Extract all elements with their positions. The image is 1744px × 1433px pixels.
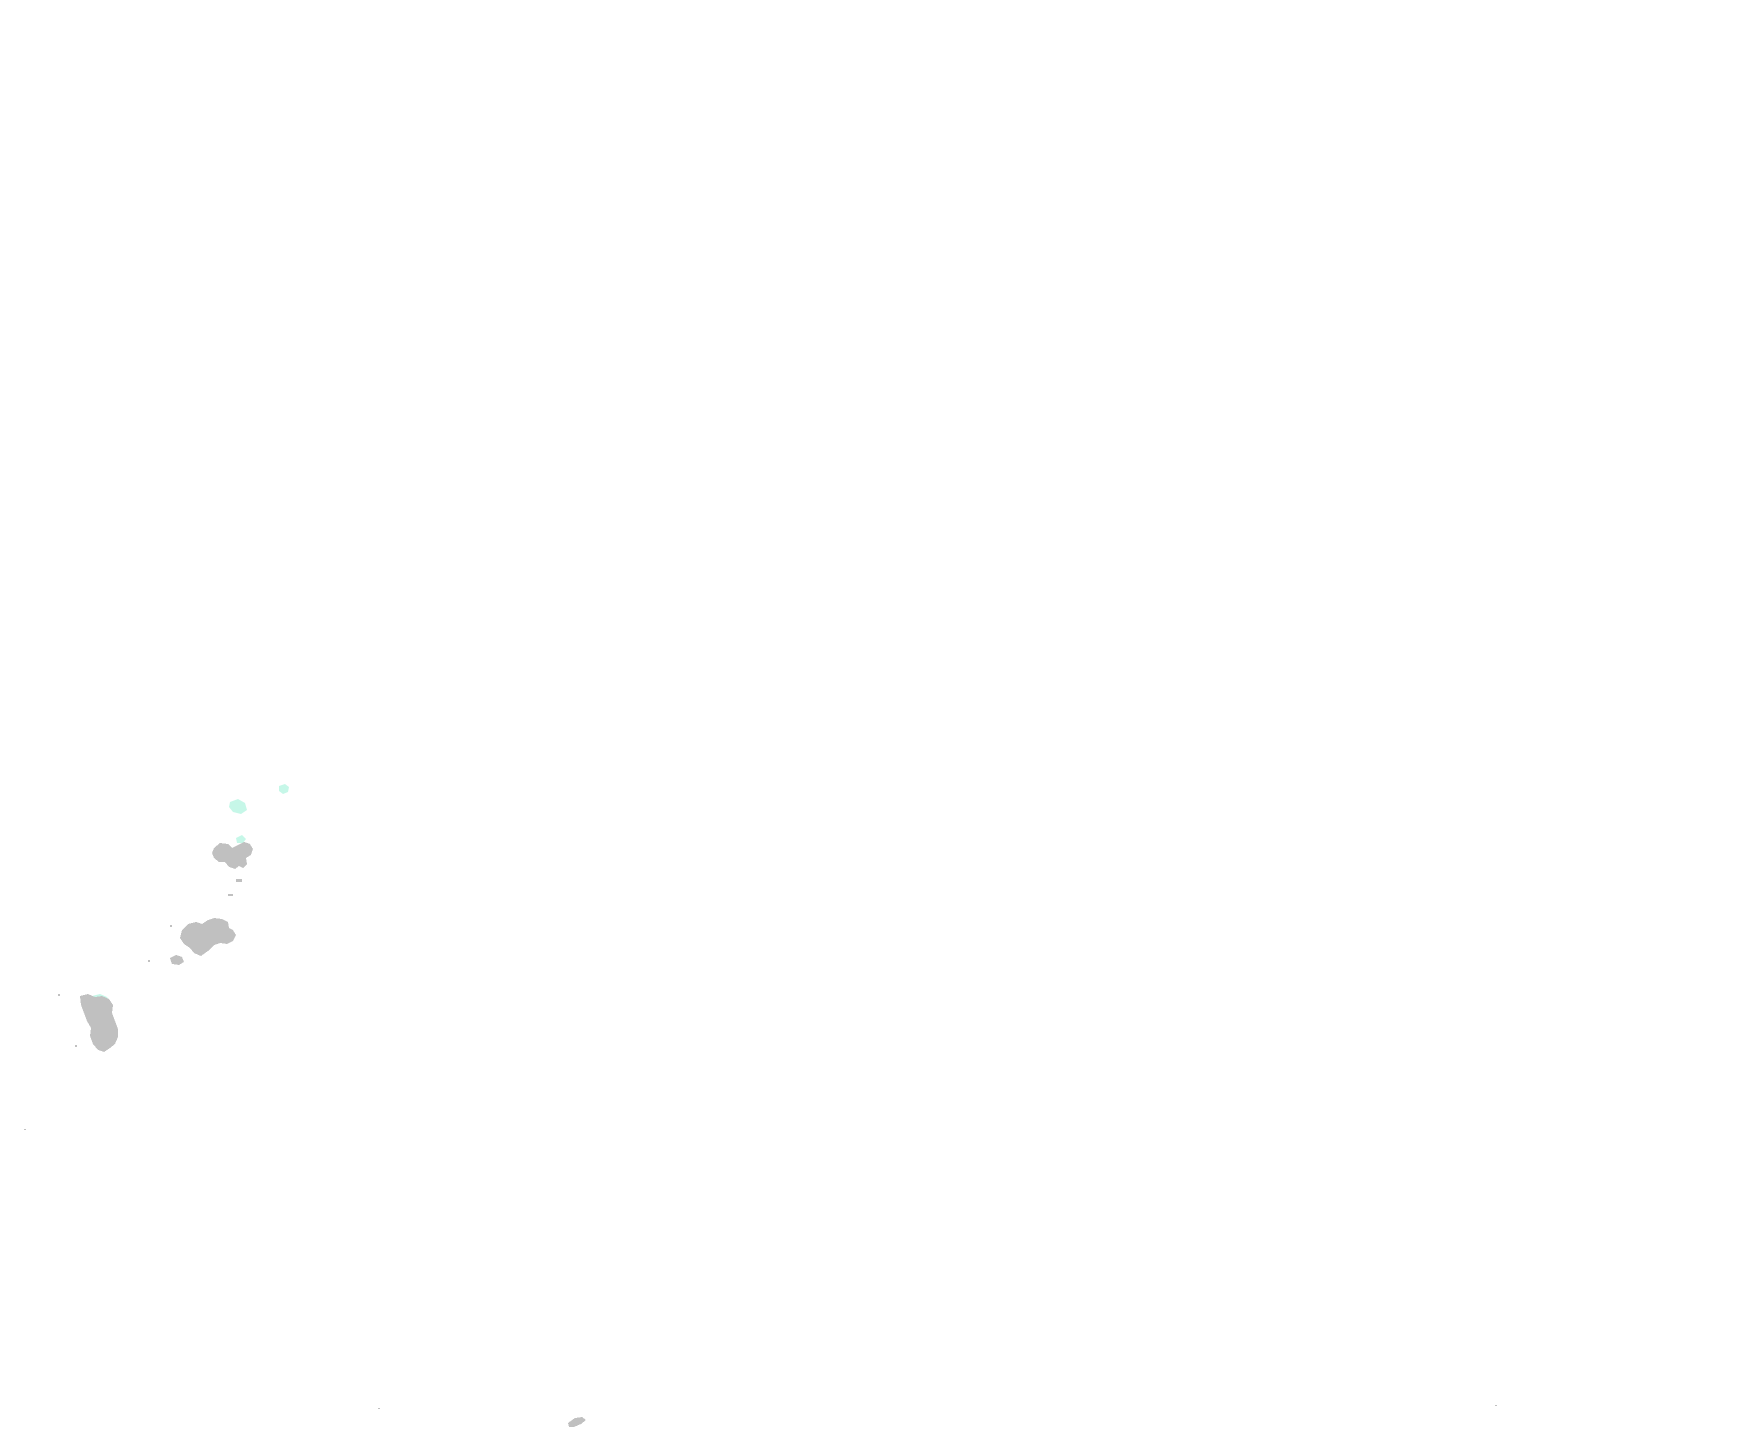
islet-4 [148, 960, 150, 962]
shallow-patch-north-west [229, 799, 247, 814]
island-middle-cluster-lower [170, 955, 184, 965]
islet-8 [378, 1408, 380, 1409]
island-middle-cluster [180, 918, 236, 956]
islet-2 [228, 894, 233, 896]
islet-6 [75, 1045, 77, 1047]
shallow-patch-north-cluster [236, 835, 246, 843]
shallow-water-layer [92, 784, 289, 1004]
island-north-cluster [212, 842, 253, 869]
islet-1 [236, 879, 242, 882]
islet-9 [1495, 1405, 1497, 1406]
islet-5 [58, 994, 60, 996]
shallow-patch-north-east [279, 784, 289, 794]
islet-3 [170, 925, 172, 927]
islet-layer [24, 879, 1497, 1409]
island-south-large [80, 994, 118, 1052]
land-layer [80, 842, 586, 1427]
island-southeast-small [568, 1417, 586, 1427]
islet-7 [24, 1129, 26, 1130]
